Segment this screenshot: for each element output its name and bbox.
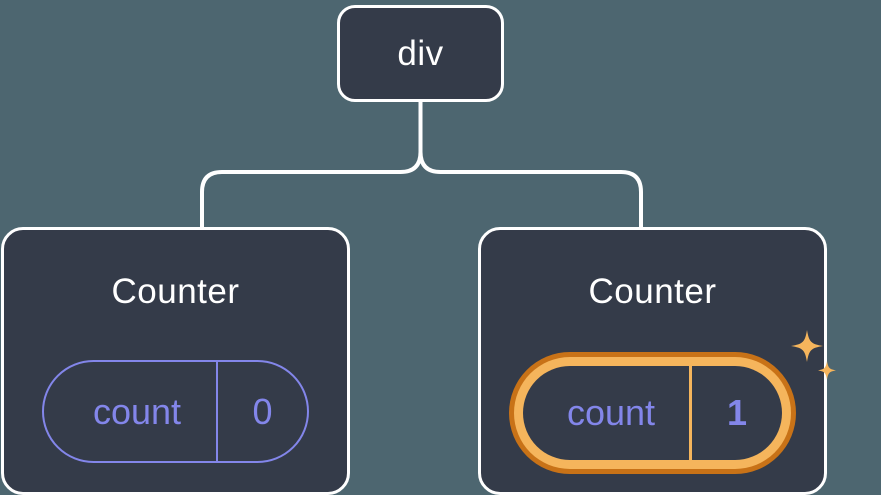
sparkle-large-icon <box>791 330 823 362</box>
state-pill-right-core: count 1 <box>523 366 782 460</box>
sparkles-group <box>791 330 836 380</box>
state-pill-right-key: count <box>566 392 656 433</box>
state-pill-right-highlighted[interactable]: count 1 <box>509 352 796 474</box>
tree-node-counter-left[interactable]: Counter count 0 <box>1 227 350 495</box>
state-pill-wrap-right: count 1 <box>509 330 836 474</box>
tree-node-counter-left-label: Counter <box>111 272 240 311</box>
state-pill-left[interactable]: count 0 <box>42 360 309 463</box>
state-pill-right-value: 1 <box>689 366 782 460</box>
sparkle-small-icon <box>818 361 836 380</box>
tree-node-root[interactable]: div <box>337 5 504 102</box>
tree-node-counter-right[interactable]: Counter count 1 <box>478 227 836 495</box>
state-pill-left-key: count <box>92 390 182 432</box>
state-pill-wrap-left: count 0 <box>42 360 309 463</box>
tree-node-root-label: div <box>397 34 444 73</box>
tree-node-counter-right-label: Counter <box>588 272 717 311</box>
state-pill-left-value: 0 <box>216 362 307 461</box>
state-pill-right-highlight-ring: count 1 <box>514 357 791 469</box>
